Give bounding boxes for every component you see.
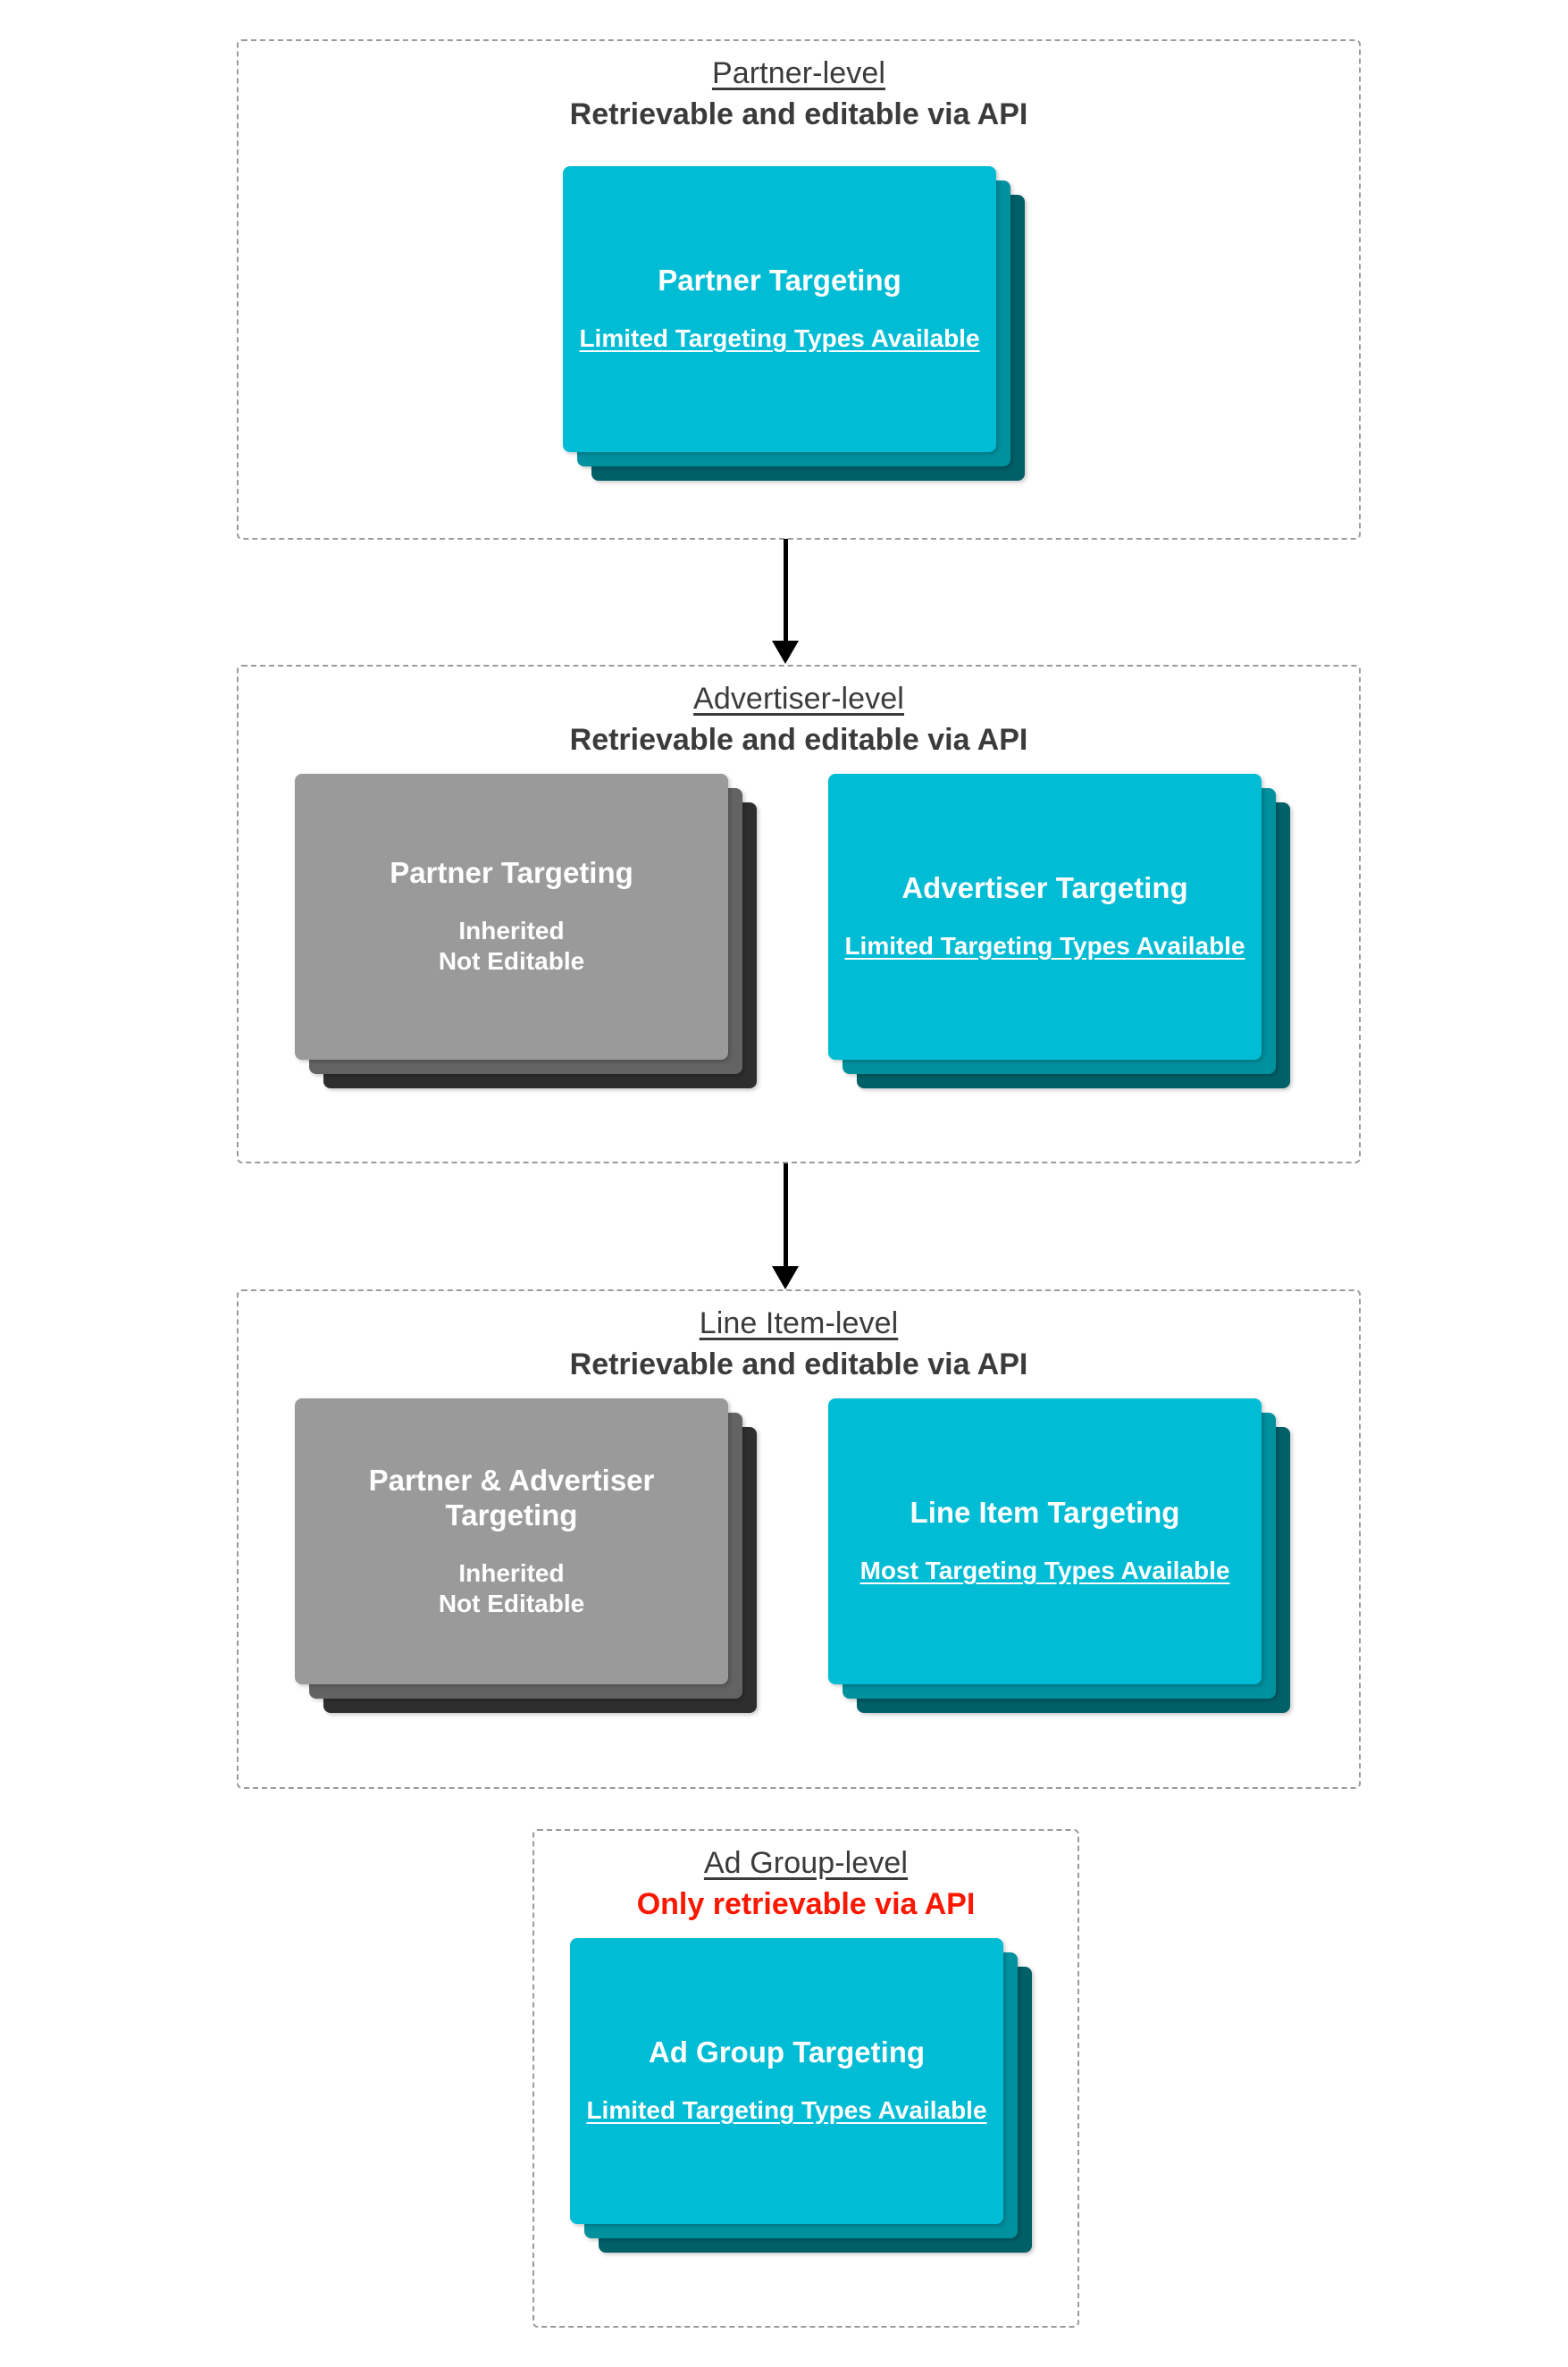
level-title-advertiser: Advertiser-level	[693, 682, 904, 716]
level-box-line-item: Line Item-level Retrievable and editable…	[237, 1289, 1361, 1789]
card-layer-front: Partner Targeting Inherited Not Editable	[295, 774, 728, 1060]
card-title: Line Item Targeting	[910, 1496, 1180, 1530]
arrow-partner-to-advertiser	[772, 539, 799, 664]
level-heading-advertiser: Advertiser-level Retrievable and editabl…	[239, 681, 1359, 758]
level-subtitle-ad-group: Only retrievable via API	[636, 1887, 976, 1922]
arrow-head-icon	[772, 1266, 799, 1289]
arrow-shaft	[784, 539, 788, 642]
level-box-partner: Partner-level Retrievable and editable v…	[237, 39, 1361, 540]
card-title: Partner Targeting	[658, 264, 901, 298]
card-stack-advertiser-inherited[interactable]: Partner Targeting Inherited Not Editable	[295, 774, 764, 1095]
card-stack-line-item-targeting[interactable]: Line Item Targeting Most Targeting Types…	[828, 1398, 1297, 1720]
card-layer-front: Line Item Targeting Most Targeting Types…	[828, 1398, 1262, 1684]
level-heading-line-item: Line Item-level Retrievable and editable…	[239, 1305, 1359, 1382]
level-heading-partner: Partner-level Retrievable and editable v…	[239, 55, 1359, 132]
card-note: Limited Targeting Types Available	[586, 2096, 987, 2125]
card-title: Partner Targeting	[390, 856, 633, 890]
card-note: Limited Targeting Types Available	[844, 932, 1245, 961]
level-subtitle-line-item: Retrievable and editable via API	[569, 1347, 1028, 1382]
level-title-ad-group: Ad Group-level	[703, 1846, 909, 1880]
card-layer-front: Partner & Advertiser Targeting Inherited…	[295, 1398, 728, 1684]
card-layer-front: Advertiser Targeting Limited Targeting T…	[828, 774, 1262, 1060]
arrow-head-icon	[772, 641, 799, 664]
card-layer-front: Ad Group Targeting Limited Targeting Typ…	[570, 1938, 1003, 2224]
card-stack-advertiser-targeting[interactable]: Advertiser Targeting Limited Targeting T…	[828, 774, 1297, 1095]
level-subtitle-advertiser: Retrievable and editable via API	[569, 723, 1028, 758]
level-title-line-item: Line Item-level	[699, 1306, 899, 1340]
arrow-advertiser-to-line-item	[772, 1163, 799, 1289]
level-box-ad-group: Ad Group-level Only retrievable via API …	[532, 1829, 1079, 2328]
card-stack-partner-targeting[interactable]: Partner Targeting Limited Targeting Type…	[563, 166, 1032, 488]
card-title: Ad Group Targeting	[648, 2035, 926, 2069]
card-stack-line-item-inherited[interactable]: Partner & Advertiser Targeting Inherited…	[295, 1398, 764, 1720]
arrow-shaft	[784, 1163, 788, 1268]
card-title: Partner & Advertiser Targeting	[368, 1463, 655, 1532]
card-note: Inherited Not Editable	[438, 917, 585, 976]
level-box-advertiser: Advertiser-level Retrievable and editabl…	[237, 665, 1361, 1163]
level-title-partner: Partner-level	[711, 56, 886, 90]
card-stack-ad-group-targeting[interactable]: Ad Group Targeting Limited Targeting Typ…	[570, 1938, 1039, 2260]
card-note: Most Targeting Types Available	[859, 1557, 1230, 1585]
card-title: Advertiser Targeting	[901, 871, 1188, 905]
card-note: Inherited Not Editable	[438, 1558, 585, 1617]
card-note: Limited Targeting Types Available	[579, 324, 980, 353]
card-layer-front: Partner Targeting Limited Targeting Type…	[563, 166, 996, 452]
level-subtitle-partner: Retrievable and editable via API	[569, 97, 1028, 132]
level-heading-ad-group: Ad Group-level Only retrievable via API	[534, 1845, 1077, 1922]
